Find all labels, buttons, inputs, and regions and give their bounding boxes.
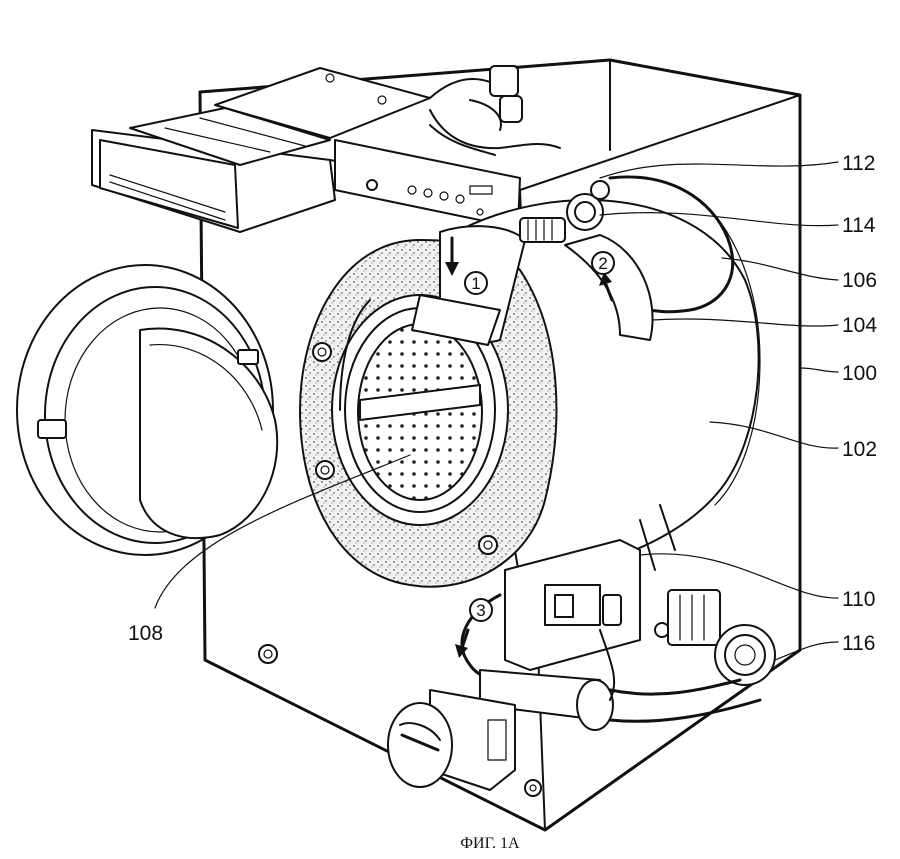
inlet-duct [411,225,526,346]
leader-lines [154,161,839,661]
flow-step-2: 2 [591,251,615,275]
filter-housing [387,689,516,791]
circulation-pipe [564,175,735,341]
inlet-valves [214,65,561,156]
label-114: 114 [842,214,876,237]
label-110: 110 [842,588,875,611]
reference-labels: 112 114 106 104 100 102 110 116 108 [128,152,877,655]
control-panel [334,139,521,229]
label-100: 100 [842,362,877,385]
door [16,264,279,556]
heater-box [504,539,641,671]
flow-step-1: 1 [464,271,488,295]
label-106: 106 [842,269,877,292]
label-108: 108 [128,622,163,645]
flow-step-3-number: 3 [476,601,485,620]
label-104: 104 [842,314,877,337]
flow-step-2-number: 2 [598,254,607,273]
drain-hoses [455,593,762,731]
drain-pump [667,589,776,686]
label-102: 102 [842,438,877,461]
label-112: 112 [842,152,875,175]
gasket-ring [298,238,558,588]
label-116: 116 [842,632,875,655]
figure-caption: ФИГ. 1А [460,835,520,852]
flow-step-3: 3 [469,598,493,622]
valve-unit [519,180,610,243]
detergent-drawer [91,107,336,233]
flow-step-1-number: 1 [471,274,480,293]
